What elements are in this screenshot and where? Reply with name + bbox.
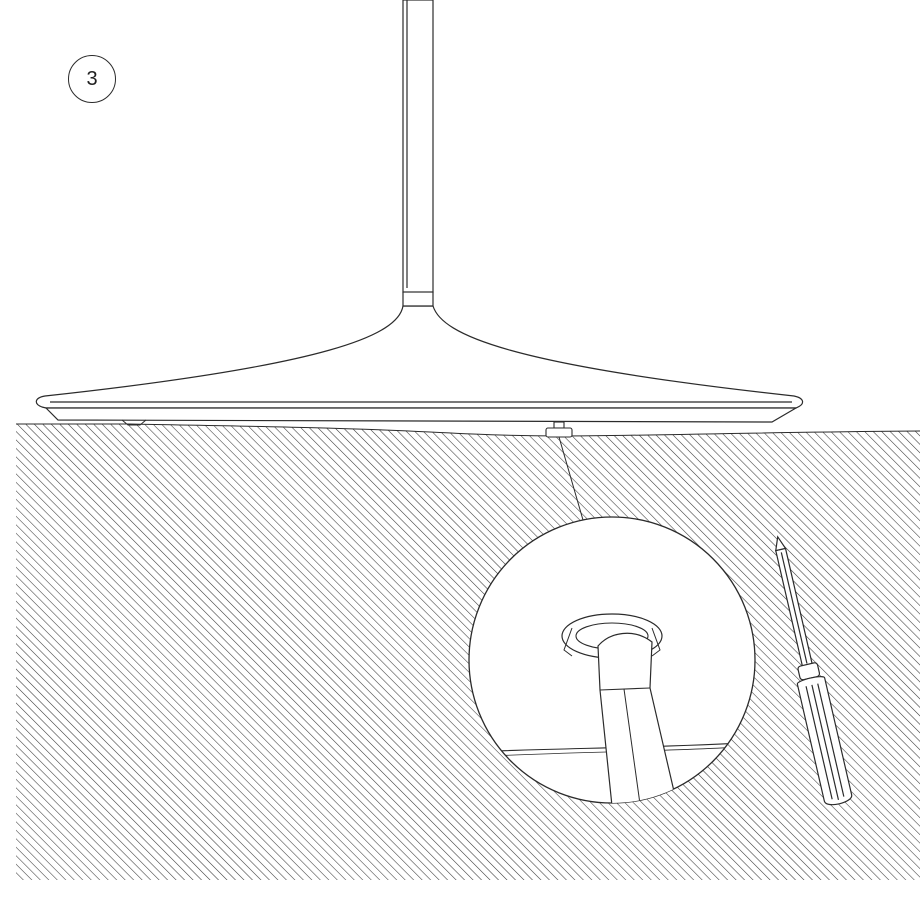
step-number: 3 bbox=[86, 67, 98, 90]
lamp-shade bbox=[35, 286, 804, 423]
detail-magnifier bbox=[468, 516, 756, 804]
ceiling-surface bbox=[16, 424, 920, 880]
ceiling-edge bbox=[16, 423, 920, 437]
screwdriver-icon bbox=[775, 535, 853, 806]
detail-leader-line bbox=[558, 436, 584, 521]
step-number-badge: 3 bbox=[68, 55, 116, 103]
screw bbox=[545, 421, 573, 438]
pendant-stem bbox=[402, 0, 434, 293]
shade-clip bbox=[121, 419, 147, 426]
